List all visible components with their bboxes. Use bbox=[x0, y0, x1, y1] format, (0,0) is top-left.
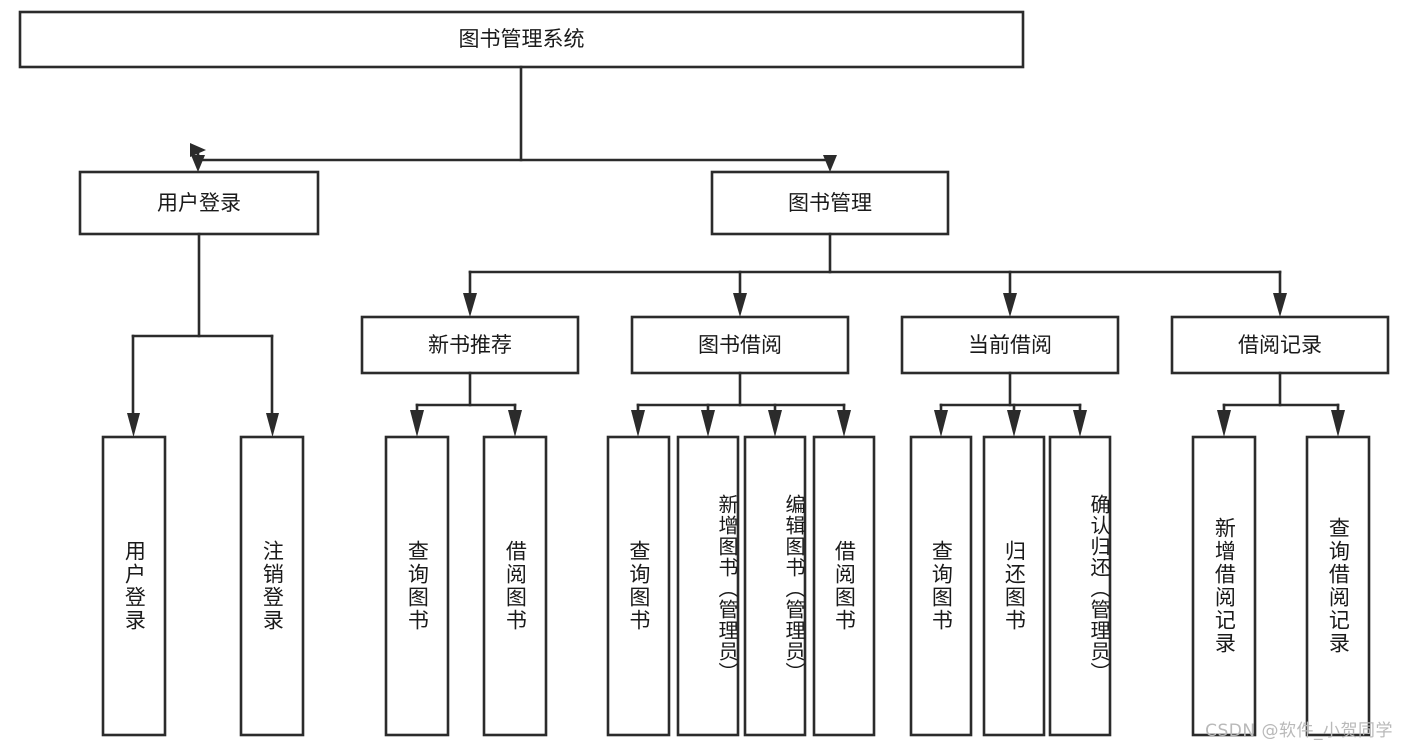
node-leaf-borrow-book-2[interactable] bbox=[812, 435, 876, 737]
node-leaf-query-book-2[interactable] bbox=[606, 435, 671, 737]
connector-user-login-to-leaves bbox=[127, 232, 279, 437]
node-leaf-edit-book[interactable] bbox=[743, 435, 807, 737]
node-root[interactable] bbox=[18, 10, 1025, 69]
connector-root-to-level2 bbox=[190, 65, 837, 172]
node-book-manage[interactable] bbox=[710, 170, 950, 236]
watermark: CSDN @软件_小贺同学 bbox=[1205, 721, 1393, 741]
node-borrow-record[interactable] bbox=[1170, 315, 1390, 375]
connector-book-borrow-to-leaves bbox=[631, 371, 851, 437]
node-leaf-borrow-book-1[interactable] bbox=[482, 435, 548, 737]
connector-current-borrow-to-leaves bbox=[934, 371, 1087, 437]
node-current-borrow[interactable] bbox=[900, 315, 1120, 375]
node-leaf-confirm-return[interactable] bbox=[1048, 435, 1112, 737]
node-user-login[interactable] bbox=[78, 170, 320, 236]
connector-borrow-record-to-leaves bbox=[1217, 371, 1345, 437]
node-leaf-add-record[interactable] bbox=[1191, 435, 1257, 737]
node-leaf-query-record[interactable] bbox=[1305, 435, 1371, 737]
connector-new-book-recommend-to-leaves bbox=[410, 371, 522, 437]
connector-book-manage-to-level3 bbox=[463, 232, 1287, 317]
node-book-borrow[interactable] bbox=[630, 315, 850, 375]
node-leaf-return-book[interactable] bbox=[982, 435, 1046, 737]
node-leaf-add-book[interactable] bbox=[676, 435, 740, 737]
node-new-book-recommend[interactable] bbox=[360, 315, 580, 375]
node-leaf-user-login[interactable] bbox=[101, 435, 167, 737]
node-leaf-query-book-3[interactable] bbox=[909, 435, 973, 737]
node-leaf-query-book-1[interactable] bbox=[384, 435, 450, 737]
node-leaf-logout[interactable] bbox=[239, 435, 305, 737]
